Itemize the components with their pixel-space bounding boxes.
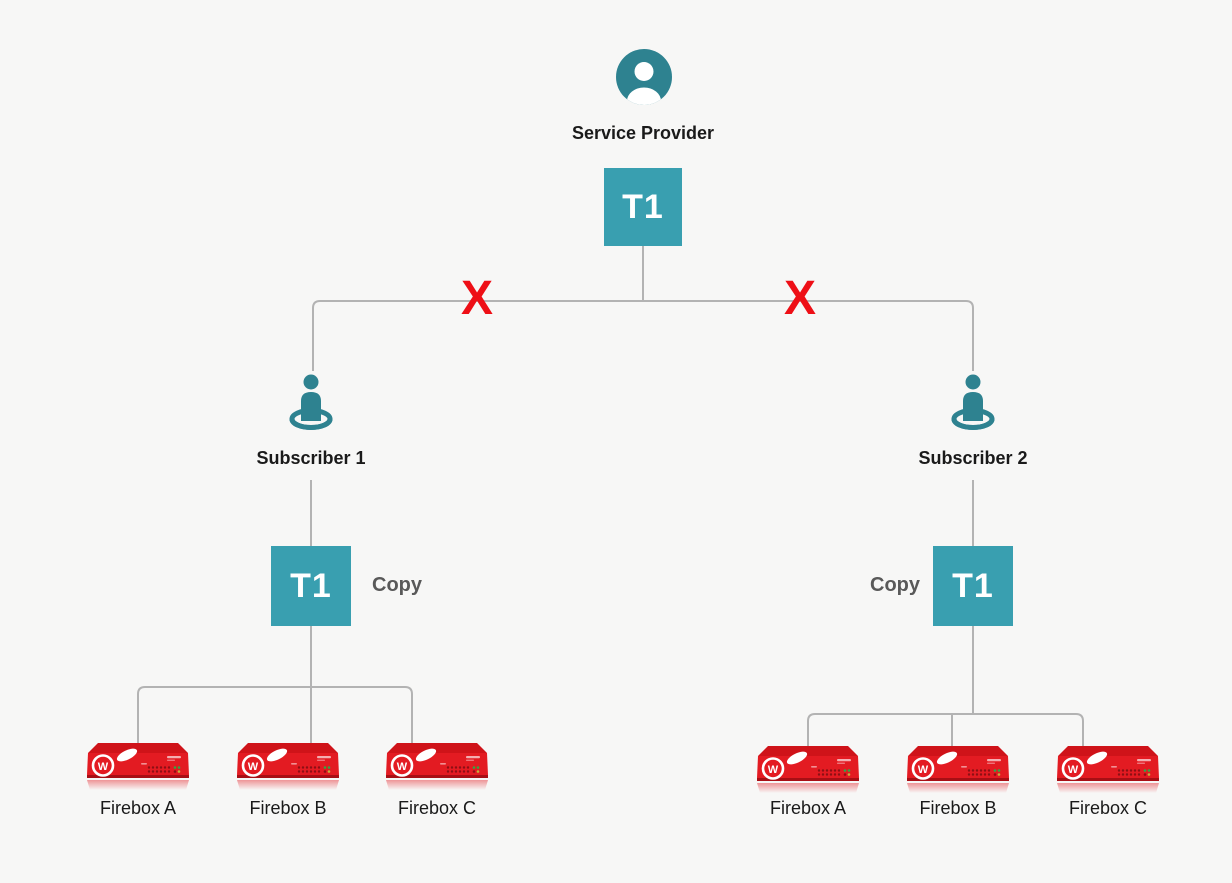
copy-annotation-left: Copy — [372, 574, 422, 596]
copy-annotation-right: Copy — [870, 574, 920, 596]
firebox-device-icon — [381, 740, 493, 792]
firebox-label: Firebox C — [397, 798, 477, 818]
firebox-label: Firebox B — [249, 798, 327, 818]
t1-node-subscriber1: T1 — [271, 546, 351, 626]
firebox-label: Firebox B — [919, 798, 997, 818]
person-circle-icon — [616, 49, 672, 105]
person-marker-icon — [949, 372, 997, 434]
firebox-device-icon — [82, 740, 194, 792]
firebox-device-icon — [902, 743, 1014, 795]
firebox-device-icon — [752, 743, 864, 795]
person-marker-icon — [287, 372, 335, 434]
firebox-label: Firebox A — [99, 798, 177, 818]
broken-link-x-left: X — [460, 272, 493, 325]
firebox-label: Firebox A — [769, 798, 847, 818]
subscriber2-label: Subscriber 2 — [918, 448, 1028, 468]
broken-link-x-right: X — [783, 272, 816, 325]
firebox-device-icon — [1052, 743, 1164, 795]
service-provider-label: Service Provider — [571, 123, 715, 143]
firebox-label: Firebox C — [1068, 798, 1148, 818]
t1-node-subscriber2: T1 — [933, 546, 1013, 626]
subscriber1-label: Subscriber 1 — [256, 448, 366, 468]
t1-node-provider: T1 — [604, 168, 682, 246]
firebox-device-icon — [232, 740, 344, 792]
